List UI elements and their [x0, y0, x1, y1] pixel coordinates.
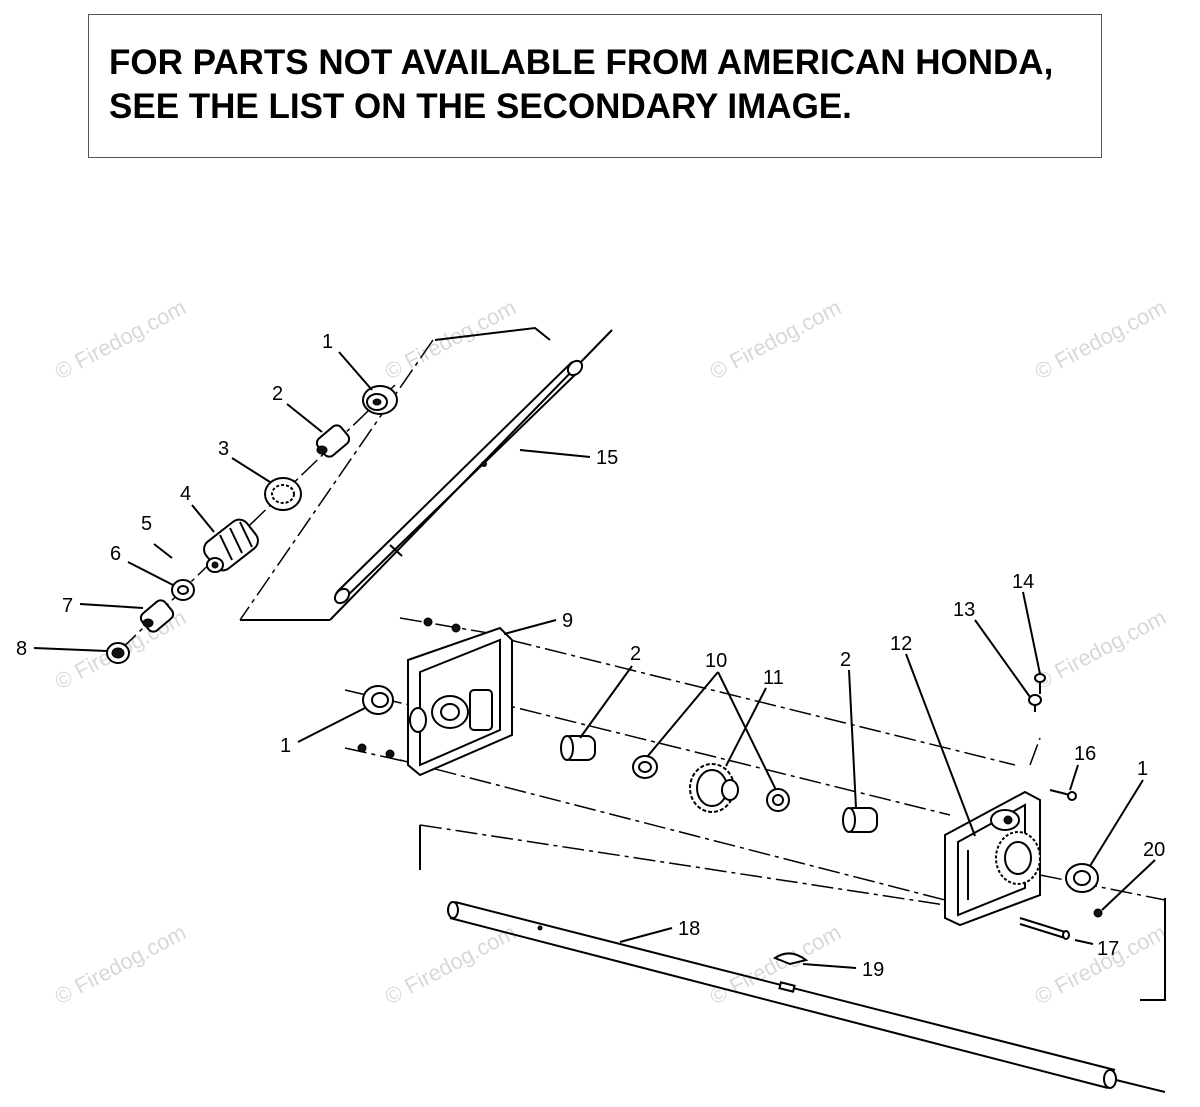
bolt-16	[1049, 789, 1077, 801]
callout-label: 10	[705, 650, 727, 672]
frame-outline	[434, 326, 551, 341]
watermark: © Firedog.com	[1031, 604, 1170, 694]
watermark: © Firedog.com	[706, 294, 845, 384]
housing-plate-9	[357, 617, 513, 777]
callout-label: 13	[953, 599, 975, 621]
pin-20	[1093, 908, 1103, 918]
callout-label: 7	[62, 595, 73, 617]
bottom-frame-right	[1140, 898, 1166, 1001]
bearing-1-right	[1065, 863, 1099, 893]
leader-lines	[33, 351, 1156, 969]
callout-label: 1	[1137, 758, 1148, 780]
watermark: © Firedog.com	[381, 919, 520, 1009]
notice-line-2: SEE THE LIST ON THE SECONDARY IMAGE.	[109, 87, 852, 126]
callout-label: 15	[596, 447, 618, 469]
align-line	[484, 699, 951, 816]
align-line	[399, 759, 946, 901]
callout-label: 17	[1097, 938, 1119, 960]
callout-label: 14	[1012, 571, 1034, 593]
shaft-18	[447, 901, 1166, 1093]
collar-2	[315, 424, 351, 458]
collar-2-right	[842, 807, 878, 833]
lower-housing-assembly	[344, 617, 1166, 1093]
callout-label: 1	[322, 331, 333, 353]
align-line	[1039, 874, 1166, 901]
callout-label: 12	[890, 633, 912, 655]
watermark: © Firedog.com	[51, 919, 190, 1009]
pin-5	[153, 543, 173, 559]
watermark: © Firedog.com	[1031, 294, 1170, 384]
callout-label: 18	[678, 918, 700, 940]
watermark: © Firedog.com	[51, 294, 190, 384]
callout-label: 6	[110, 543, 121, 565]
notice-box: FOR PARTS NOT AVAILABLE FROM AMERICAN HO…	[88, 14, 1102, 158]
nut-8	[106, 642, 130, 664]
key-19	[772, 952, 809, 966]
align-line	[509, 639, 1016, 766]
bearing-1-left	[362, 685, 394, 715]
collar-7	[139, 599, 175, 633]
callout-label: 2	[272, 383, 283, 405]
callout-labels: 1 2 3 4 5 6 7 8 15 9 1 2 10 11 2 12 13 1…	[16, 331, 1165, 981]
callout-label: 11	[763, 667, 784, 689]
collar-2-middle	[560, 735, 596, 761]
washer-6	[171, 579, 195, 601]
washer-10	[632, 755, 658, 779]
bearing-1	[362, 385, 398, 415]
callout-label: 8	[16, 638, 27, 660]
callout-label: 3	[218, 438, 229, 460]
align-line	[399, 617, 501, 636]
callout-label: 16	[1074, 743, 1096, 765]
callout-label: 9	[562, 610, 573, 632]
washer-10-second	[766, 788, 790, 812]
callout-label: 5	[141, 513, 152, 535]
callout-label: 19	[862, 959, 884, 981]
housing-plate-12	[944, 790, 1041, 927]
upper-shaft-assembly	[106, 326, 613, 664]
callout-label: 1	[280, 735, 291, 757]
frame-edge	[239, 339, 434, 621]
align-line	[344, 747, 409, 763]
notice-line-1: FOR PARTS NOT AVAILABLE FROM AMERICAN HO…	[109, 43, 1054, 82]
pin-17	[1019, 917, 1070, 940]
screw-13	[1028, 694, 1042, 712]
worm-gear-4	[203, 518, 259, 573]
callout-label: 2	[840, 649, 851, 671]
gear-3	[264, 477, 302, 511]
callout-label: 2	[630, 643, 641, 665]
align-line	[1029, 737, 1041, 766]
bottom-frame-top	[419, 824, 946, 906]
gear-11	[689, 763, 739, 813]
watermark: © Firedog.com	[381, 294, 520, 384]
callout-label: 20	[1143, 839, 1165, 861]
callout-label: 4	[180, 483, 191, 505]
shaft-15	[329, 329, 613, 621]
